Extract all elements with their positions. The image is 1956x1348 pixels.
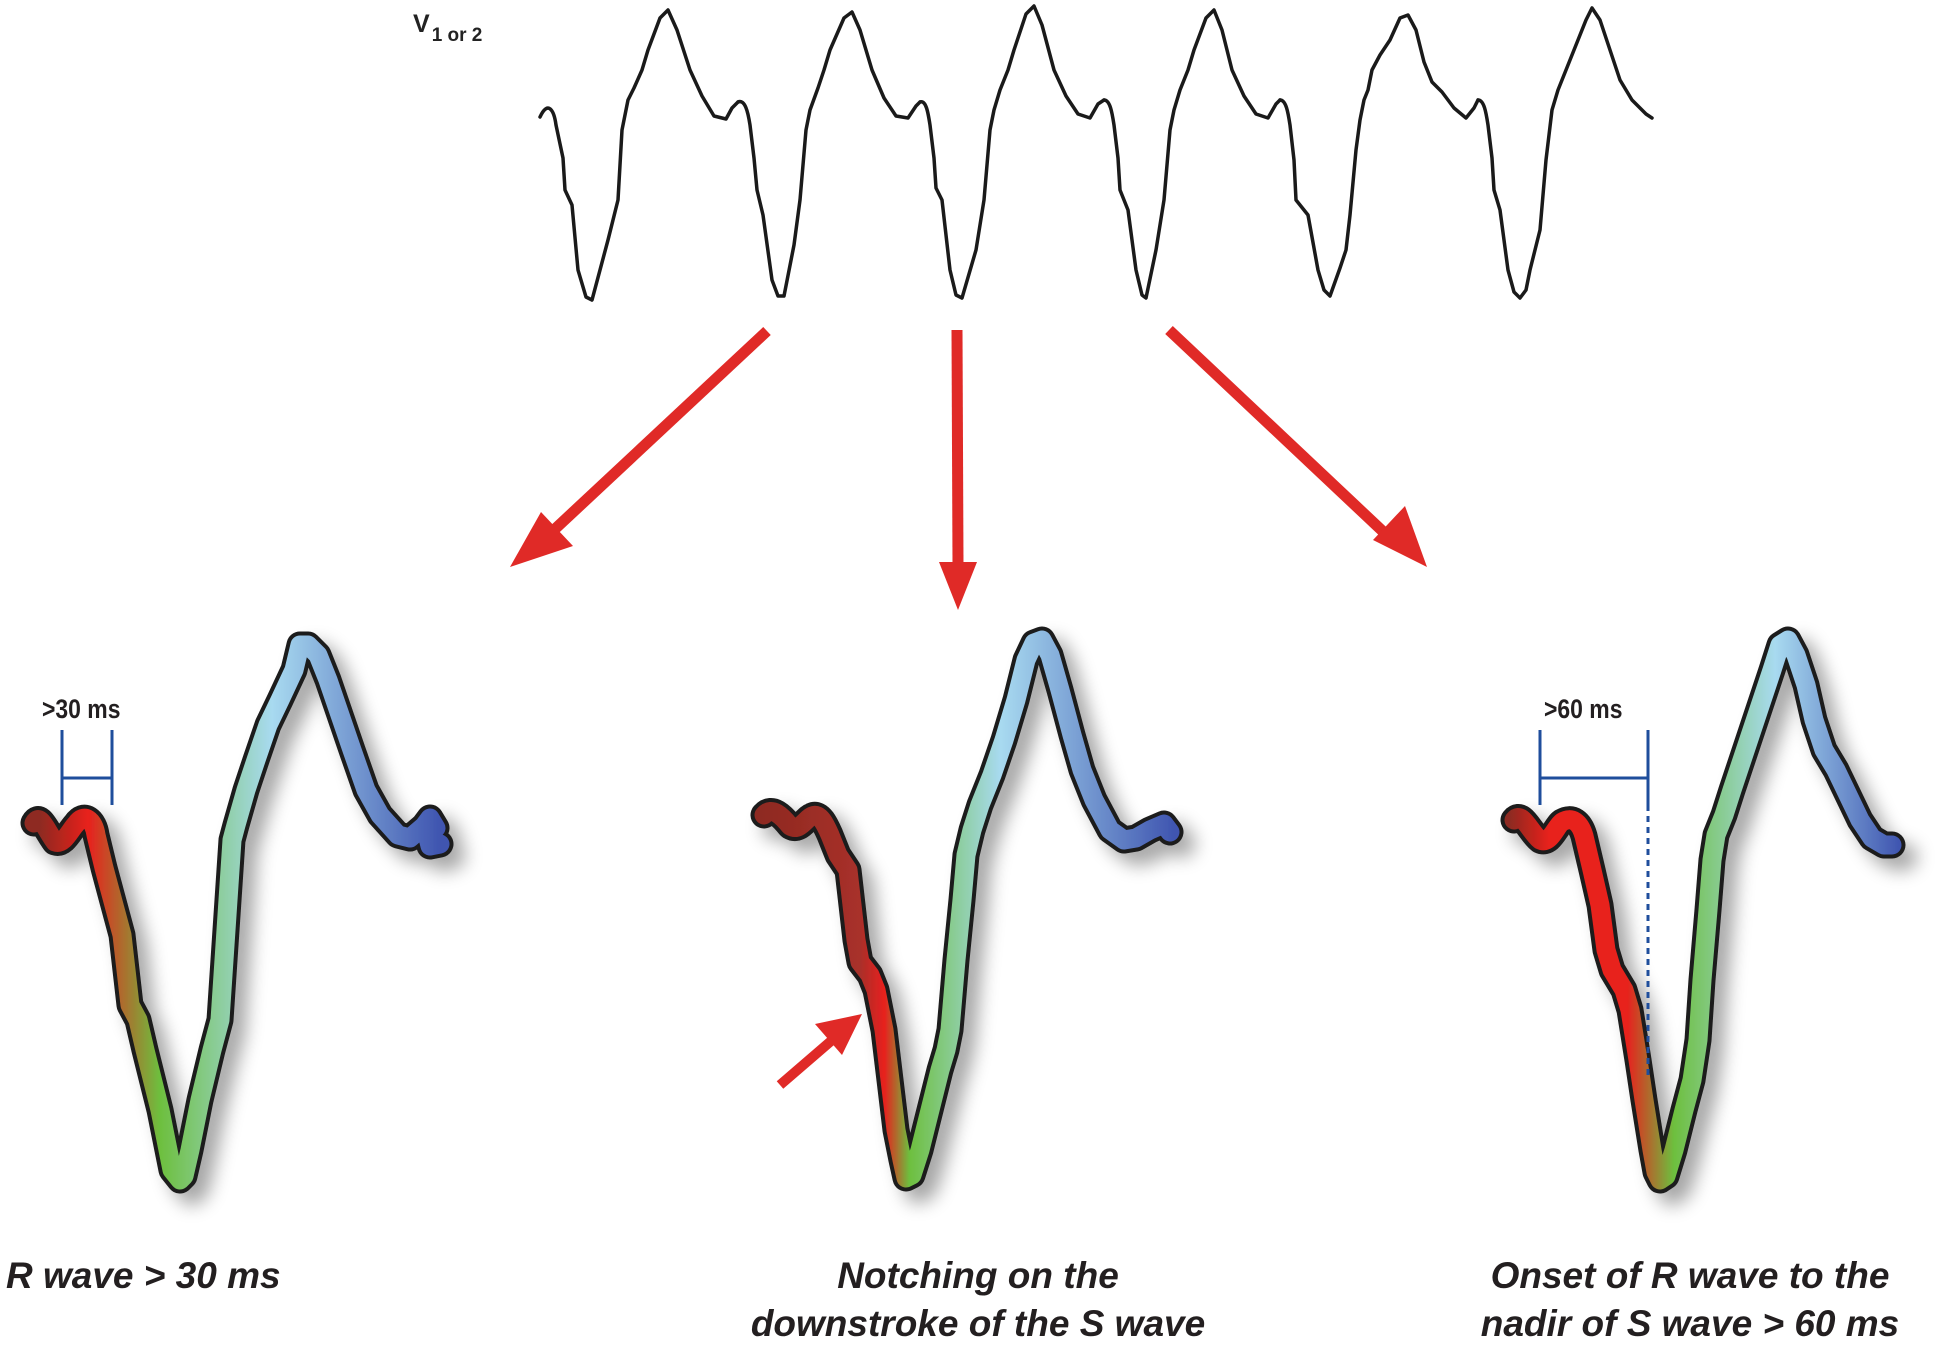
notch-arrow — [776, 1014, 862, 1089]
ecg-beat-1 — [538, 8, 740, 302]
waveform-1 — [20, 631, 454, 1194]
ecg-beat-4 — [1102, 8, 1282, 300]
caption-onset-to-nadir: Onset of R wave to the nadir of S wave >… — [1440, 1252, 1940, 1348]
ecg-beat-3 — [918, 4, 1106, 300]
arrows — [510, 325, 1427, 610]
ecg-beat-5 — [1278, 13, 1480, 298]
interval-label-3: >60 ms — [1544, 694, 1623, 724]
lead-label-main: V — [413, 10, 430, 38]
caption-line: nadir of S wave > 60 ms — [1480, 1303, 1900, 1344]
caption-r-wave: R wave > 30 ms — [6, 1252, 281, 1300]
waveform-3 — [1500, 626, 1906, 1194]
arrow-right — [1165, 325, 1427, 567]
caption-notching: Notching on the downstroke of the S wave — [728, 1252, 1228, 1348]
interval-marker-3 — [1538, 730, 1650, 1075]
caption-line: downstroke of the S wave — [750, 1303, 1206, 1344]
ecg-strip — [538, 4, 1654, 302]
caption-line: R wave > 30 ms — [6, 1255, 281, 1296]
interval-marker-1 — [60, 730, 114, 805]
arrow-center — [939, 329, 977, 610]
caption-line: Onset of R wave to the — [1490, 1255, 1890, 1296]
ecg-beat-2 — [736, 10, 922, 298]
lead-label-subscript: 1 or 2 — [431, 25, 483, 46]
arrow-left — [510, 326, 771, 567]
interval-label-1: >30 ms — [42, 694, 121, 724]
caption-line: Notching on the — [837, 1255, 1119, 1296]
waveform-2 — [750, 626, 1184, 1192]
ecg-beat-6 — [1476, 6, 1654, 300]
